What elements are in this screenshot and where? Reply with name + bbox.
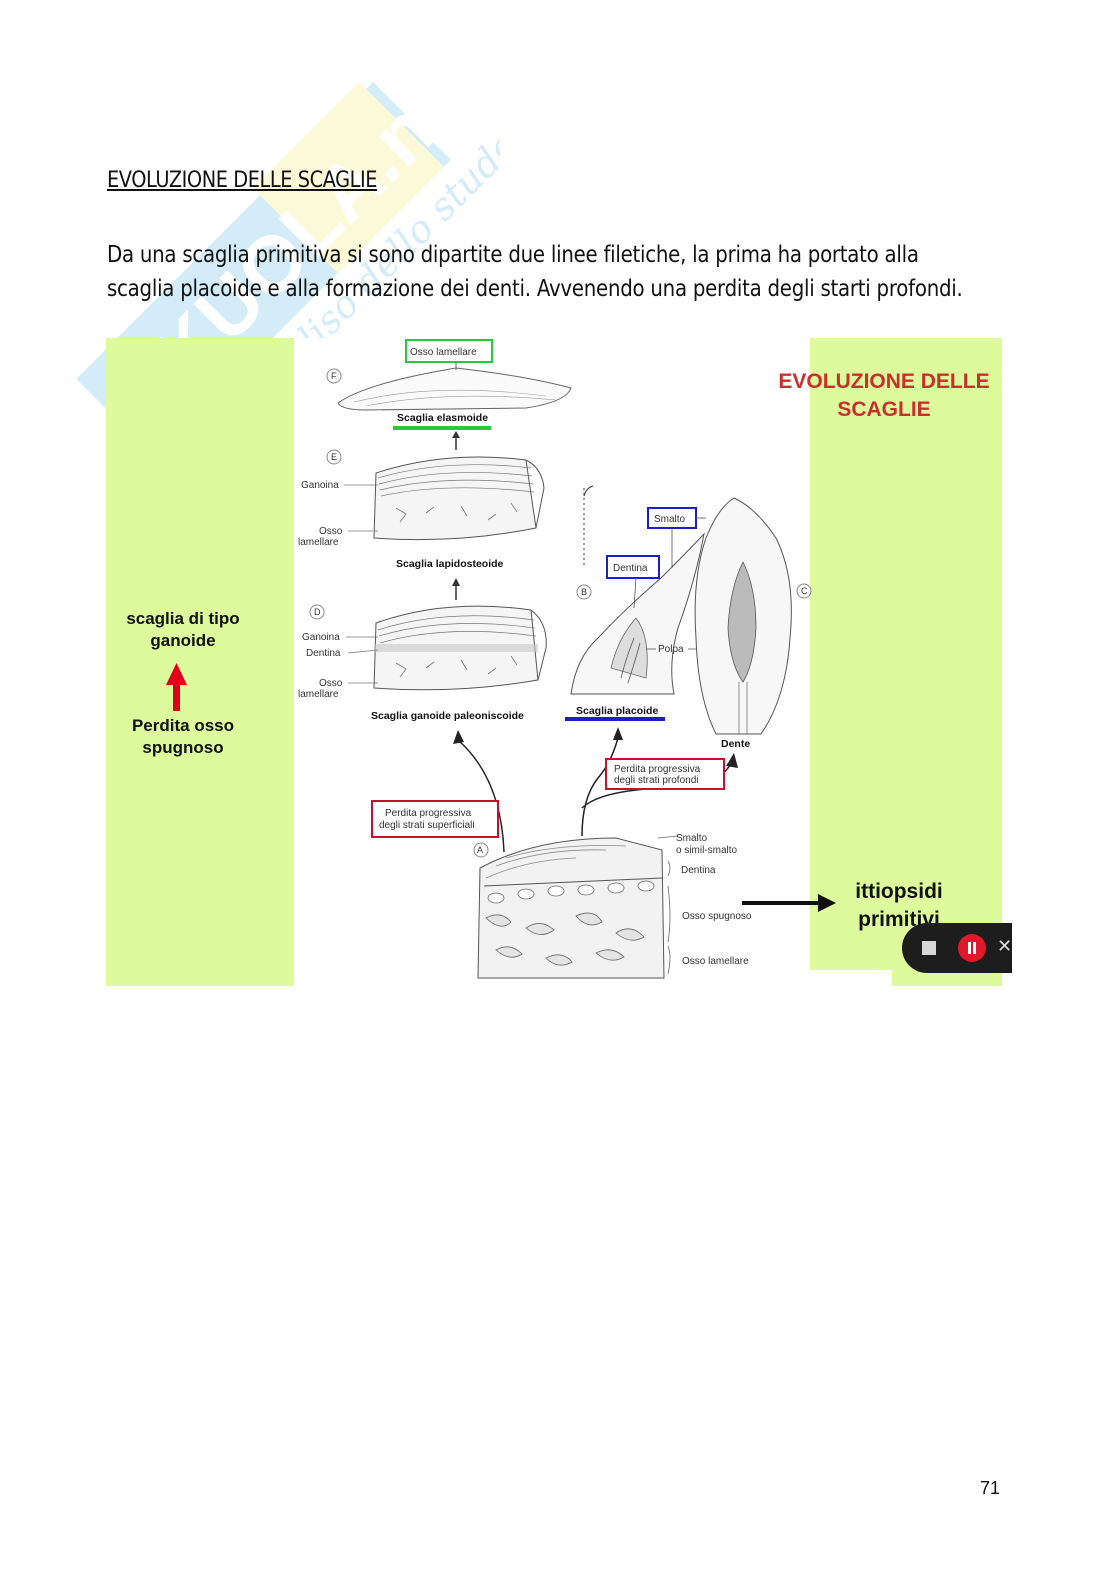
paragraph-line-1: Da una scaglia primitiva si sono diparti… [107,238,933,272]
page-number: 71 [980,1478,1000,1499]
ganoina-label-e: Ganoina [301,480,339,491]
label-c: C [801,586,808,596]
perdita-superficiali-box [372,801,498,837]
media-player-overlay[interactable]: ✕ [902,923,1012,973]
close-icon[interactable]: ✕ [997,936,1012,957]
primitive-scale-block [478,838,664,978]
red-up-arrow [166,663,187,711]
osso-lamellare-box-label: Osso lamellare [410,347,477,358]
osso-spugnoso-label: Osso spugnoso [682,911,752,922]
label-b: B [581,587,587,597]
lamellare-label-e: lamellare [298,537,339,548]
paragraph-line-2: scaglia placoide e alla formazione dei d… [107,272,933,306]
stop-icon[interactable] [922,941,936,955]
black-right-arrow [742,894,836,912]
perdita-prof-line-1: Perdita progressiva [614,764,701,775]
pause-icon[interactable] [958,934,986,962]
smalto-label-a: Smalto [676,833,708,844]
osso-label-e: Osso [319,526,343,537]
lapidosteoid-scale-drawing [374,457,544,540]
perdita-prof-line-2: degli strati profondi [614,775,699,786]
lamellare-label-d: lamellare [298,689,339,700]
polpa-label: Polpa [658,644,684,655]
tooth-drawing [695,498,791,734]
scale-evolution-figure: scaglia di tipo ganoide Perdita osso spu… [106,338,1002,986]
dente-label: Dente [721,738,750,750]
ganoina-label-d: Ganoina [302,632,340,643]
scaglia-lapidosteoide-label: Scaglia lapidosteoide [396,558,504,570]
perdita-sup-line-1: Perdita progressiva [385,808,472,819]
scale-diagram: Osso lamellare F Scaglia elasmoide E Gan… [106,338,1002,986]
simil-smalto-label: o simil-smalto [676,845,738,856]
label-e: E [331,452,337,462]
dentina-box-label: Dentina [613,563,648,574]
intro-paragraph: Da una scaglia primitiva si sono diparti… [107,238,933,306]
elasmoide-green-underline [393,426,491,430]
osso-label-d: Osso [319,678,343,689]
section-heading: EVOLUZIONE DELLE SCAGLIE [107,168,377,193]
placoide-blue-underline [565,717,665,721]
ganoid-scale-drawing [374,606,546,690]
label-d: D [314,607,321,617]
scaglia-elasmoide-label: Scaglia elasmoide [397,412,488,424]
dentina-label-a: Dentina [681,865,716,876]
scaglia-ganoide-label: Scaglia ganoide paleoniscoide [371,710,524,722]
dentina-label-d: Dentina [306,648,341,659]
label-a: A [477,845,483,855]
smalto-box-label: Smalto [654,514,686,525]
perdita-sup-line-2: degli strati superficiali [379,820,475,831]
osso-lamellare-label-a: Osso lamellare [682,956,749,967]
scaglia-placoide-label: Scaglia placoide [576,705,658,717]
label-f: F [331,371,337,381]
elasmoid-scale-drawing [338,368,571,410]
